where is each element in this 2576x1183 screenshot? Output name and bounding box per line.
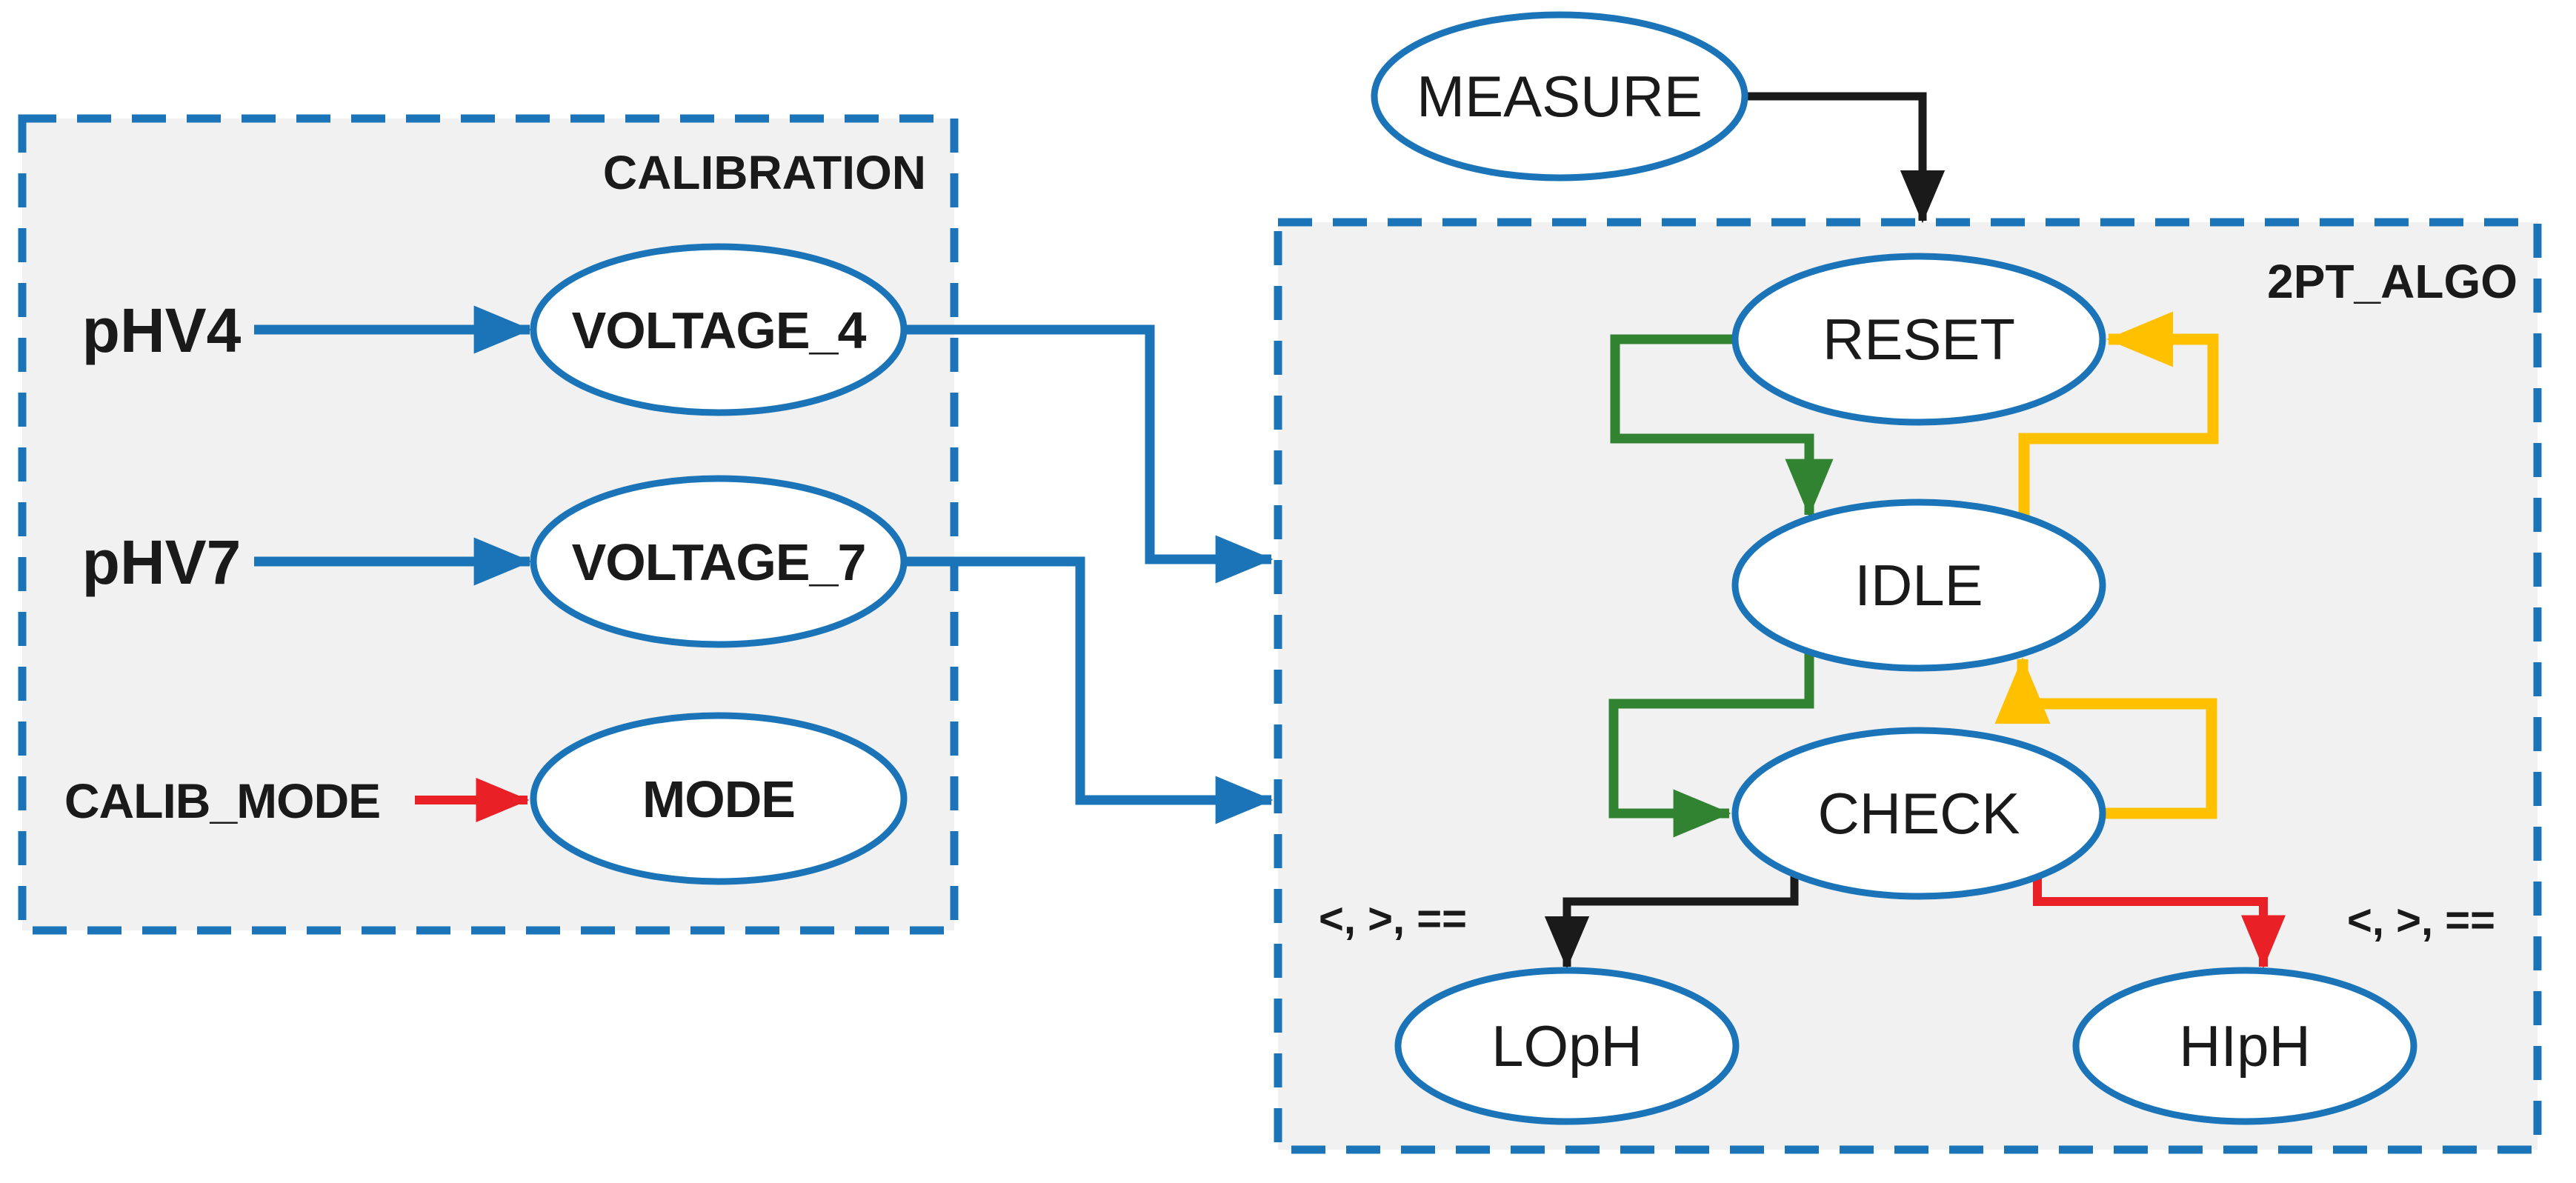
condition-label-left: <, >, == xyxy=(1319,895,1467,943)
calibration-box-title: CALIBRATION xyxy=(603,146,926,199)
node-idle-ellipse xyxy=(1731,499,2106,672)
edge-check-to-hiph xyxy=(2033,877,2286,969)
node-label-check: CHECK xyxy=(1817,781,2020,846)
edge-check-to-loph xyxy=(1544,874,1799,970)
node-label-idle: IDLE xyxy=(1854,553,1983,618)
edge-idle-to-check xyxy=(1608,652,1814,838)
condition-label-right: <, >, == xyxy=(2347,896,2495,944)
node-label-voltage7: VOLTAGE_7 xyxy=(572,533,866,591)
node-label-reset: RESET xyxy=(1823,307,2015,372)
node-measure-ellipse xyxy=(1371,11,1748,181)
input-label-phv4: pHV4 xyxy=(82,296,242,365)
node-hiph-ellipse xyxy=(2072,967,2417,1125)
input-label-phv7: pHV7 xyxy=(82,527,242,597)
node-label-mode: MODE xyxy=(642,770,795,828)
input-label-calib-mode: CALIB_MODE xyxy=(64,773,380,828)
edge-idle-to-reset xyxy=(2018,311,2219,516)
node-loph-ellipse xyxy=(1394,967,1740,1125)
node-voltage4-ellipse xyxy=(530,243,908,416)
edge-check-to-idle xyxy=(1994,657,2217,819)
node-check-ellipse xyxy=(1731,727,2106,900)
edge-measure-to-algo xyxy=(1745,92,1946,224)
edge-voltage4-to-algo xyxy=(904,324,1274,584)
edge-voltage7-to-algo xyxy=(904,556,1274,824)
algo-box-title: 2PT_ALGO xyxy=(2267,255,2517,308)
node-mode-ellipse xyxy=(530,712,908,885)
edge-reset-to-idle xyxy=(1610,334,1834,517)
node-reset-ellipse xyxy=(1731,253,2106,426)
node-voltage7-ellipse xyxy=(530,475,908,648)
node-label-voltage4: VOLTAGE_4 xyxy=(572,301,867,359)
node-label-hiph: HIpH xyxy=(2179,1013,2311,1079)
node-label-measure: MEASURE xyxy=(1417,64,1703,129)
node-label-loph: LOpH xyxy=(1491,1013,1643,1079)
